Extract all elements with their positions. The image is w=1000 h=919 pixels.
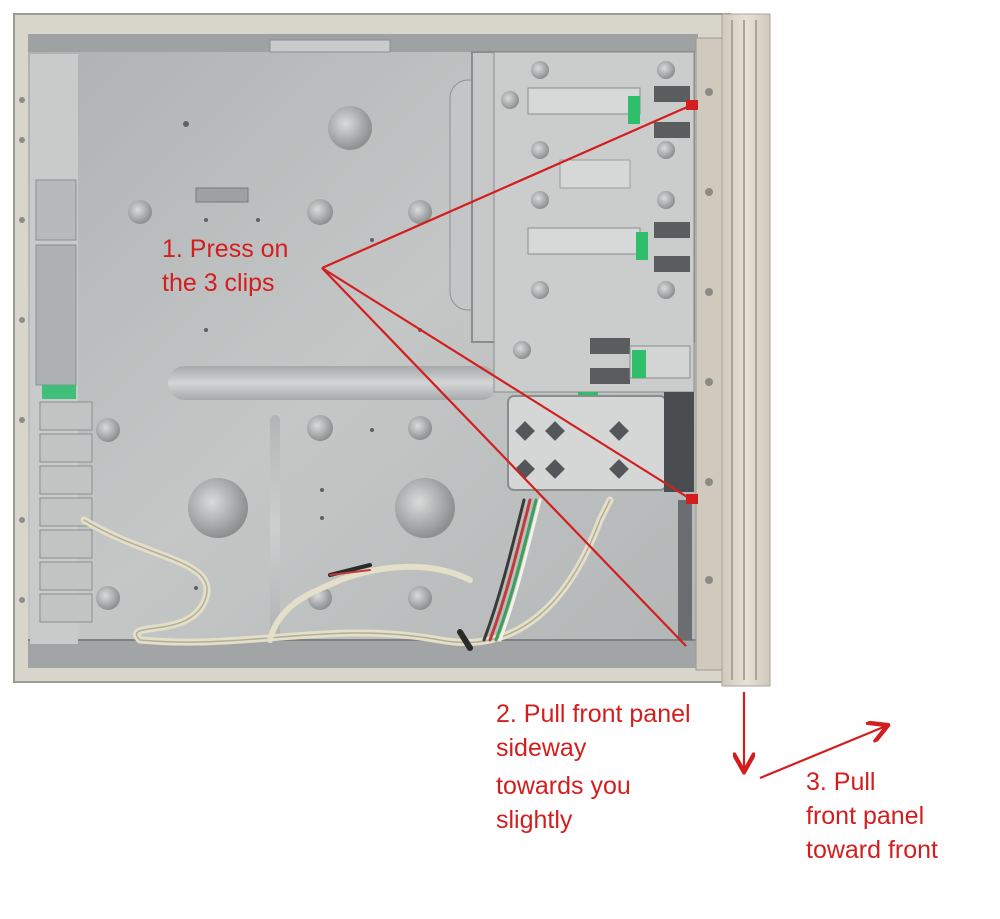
step3-line: 3. Pull	[806, 768, 876, 796]
step2-line: slightly	[496, 806, 573, 834]
step1-line: the 3 clips	[162, 269, 275, 297]
step3-line: front panel	[806, 802, 925, 830]
step1-line: 1. Press on	[162, 235, 289, 263]
clip-pointer-lines	[321, 102, 695, 647]
standoffs	[96, 106, 455, 610]
step1-instruction: 1. Press on the 3 clips	[162, 232, 288, 300]
rear-io-panel	[19, 54, 93, 644]
step2-line: sideway	[496, 734, 587, 762]
step3-line: toward front	[806, 836, 939, 864]
step2-line: 2. Pull front panel	[496, 700, 691, 728]
drive-clip-1	[628, 96, 640, 124]
front-bezel	[686, 13, 771, 687]
arrow-forward-icon	[759, 726, 886, 780]
drive-clip-3	[632, 350, 646, 378]
drive-bay-cage	[449, 51, 695, 400]
step3-instruction: 3. Pull front panel toward front	[806, 765, 938, 867]
tray-rib	[168, 366, 498, 400]
step2-line: towards you	[496, 772, 631, 800]
drive-clip-2	[636, 232, 648, 260]
step2-instruction: 2. Pull front panel sideway towards you …	[496, 697, 691, 837]
lower-drive-bracket	[507, 392, 694, 640]
cables	[80, 496, 614, 651]
slot-clip-green	[42, 385, 76, 399]
